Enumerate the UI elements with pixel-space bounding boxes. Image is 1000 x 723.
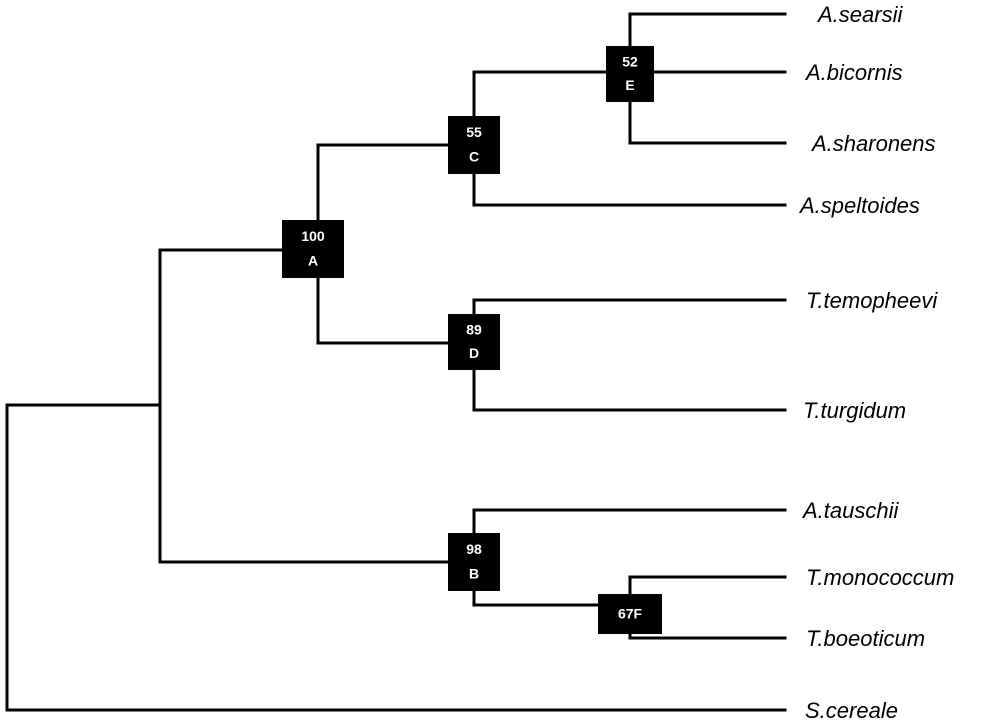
taxon-label-sharonens: A.sharonens <box>810 131 936 156</box>
node-d-box: 89D <box>448 314 500 370</box>
taxon-label-speltoides: A.speltoides <box>798 193 920 218</box>
node-support-value: 98 <box>466 541 482 557</box>
node-c-box: 55C <box>448 116 500 174</box>
node-letter: A <box>308 252 318 268</box>
node-letter: D <box>469 345 479 361</box>
node-support-value: 67F <box>618 606 643 622</box>
node-e-box: 52E <box>606 46 654 102</box>
taxon-label-tauschii: A.tauschii <box>801 498 899 523</box>
node-letter: C <box>469 148 479 164</box>
taxon-label-monococcum: T.monococcum <box>806 565 954 590</box>
node-b-box: 98B <box>448 533 500 591</box>
node-support-value: 89 <box>466 322 482 338</box>
taxon-label-cereale: S.cereale <box>805 698 898 723</box>
node-f-box: 67F <box>598 594 662 634</box>
node-letter: B <box>469 565 479 581</box>
taxon-label-bicornis: A.bicornis <box>804 60 903 85</box>
node-letter: E <box>625 77 634 93</box>
taxon-label-temopheevi: T.temopheevi <box>806 288 938 313</box>
taxon-label-searsii: A.searsii <box>816 2 903 27</box>
node-support-value: 100 <box>301 228 325 244</box>
taxon-label-turgidum: T.turgidum <box>803 398 906 423</box>
node-support-value: 55 <box>466 124 482 140</box>
taxon-label-boeoticum: T.boeoticum <box>806 626 925 651</box>
tree-taxon-labels: A.searsiiA.bicornisA.sharonensA.speltoid… <box>798 2 954 723</box>
node-support-value: 52 <box>622 54 638 70</box>
tree-branches <box>5 12 787 712</box>
